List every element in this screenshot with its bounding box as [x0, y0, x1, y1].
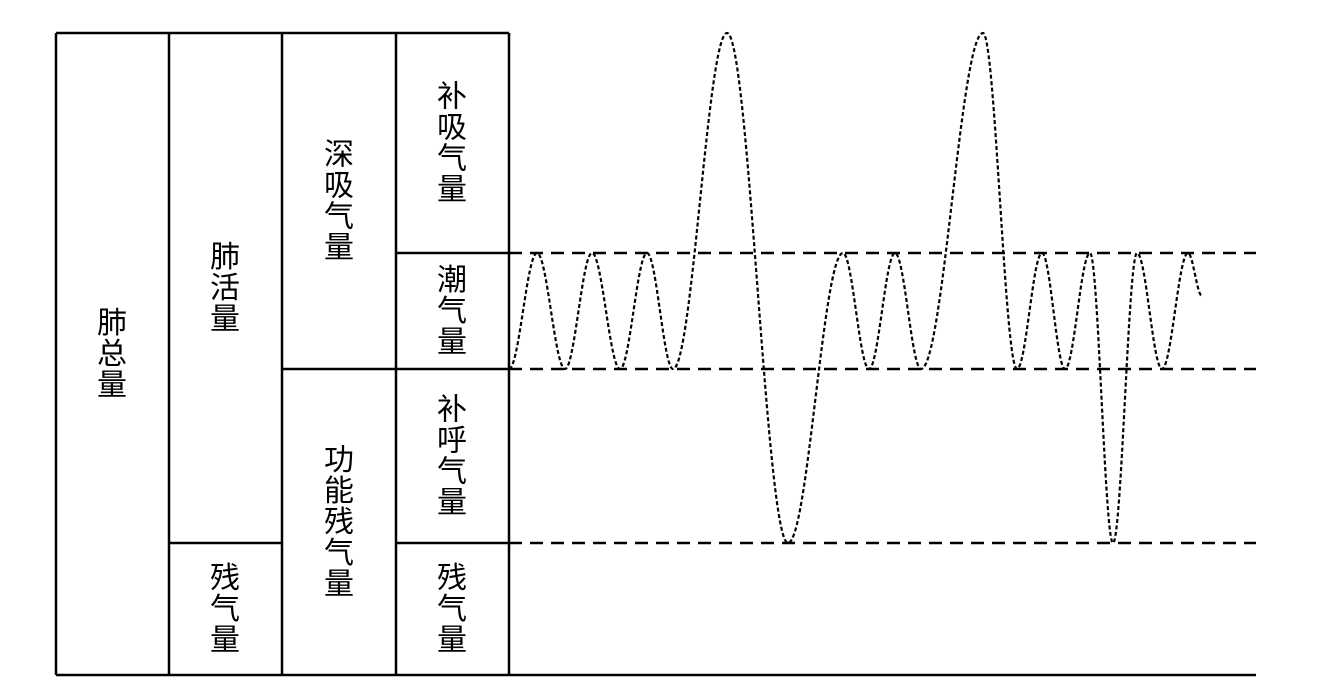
label-expiratory-reserve-volume: 补呼气量: [437, 393, 467, 521]
reference-levels: [509, 251, 1256, 545]
label-residual-volume-col2: 残气量: [210, 561, 240, 658]
label-inspiratory-reserve-volume: 补吸气量: [437, 80, 467, 208]
label-residual-volume-col4: 残气量: [437, 561, 467, 658]
label-tidal-volume: 潮气量: [437, 263, 467, 360]
breathing-curve: [507, 31, 1204, 545]
table-grid: [54, 31, 1256, 677]
label-total-lung-capacity: 肺总量: [97, 306, 127, 403]
label-functional-residual-capacity: 功能残气量: [324, 443, 354, 602]
label-vital-capacity: 肺活量: [210, 240, 240, 337]
label-inspiratory-capacity: 深吸气量: [324, 138, 354, 266]
